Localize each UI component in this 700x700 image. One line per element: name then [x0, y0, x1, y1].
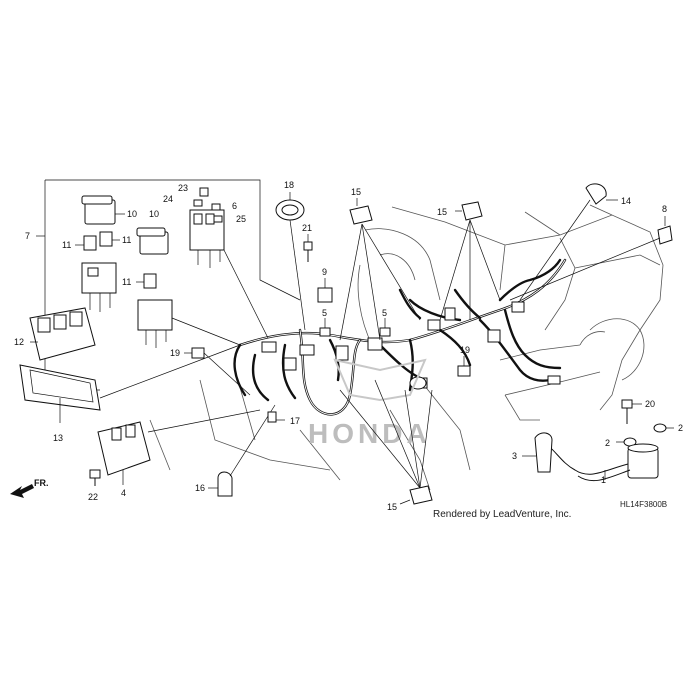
callout-17: 17: [290, 416, 300, 426]
callout-labels: 1 2 2 3 4 5 5 6 7 8 9 10 10 11 11 11 12 …: [14, 180, 683, 512]
callout-11a: 11: [62, 240, 71, 250]
direction-label: FR.: [34, 478, 49, 488]
clamp-15b: [439, 201, 501, 321]
relay-11a: [75, 235, 97, 251]
control-unit-4: [97, 409, 261, 485]
callout-16: 16: [195, 483, 205, 493]
watermark-text: HONDA: [308, 418, 431, 449]
clip-19a: [184, 347, 251, 396]
relay-11c: [136, 273, 157, 289]
bolt-22: [89, 469, 101, 486]
clamp-15c: [339, 379, 433, 505]
relay-11b: [99, 231, 120, 247]
callout-24: 24: [163, 194, 173, 204]
callout-5b: 5: [322, 308, 327, 318]
callout-15a: 15: [351, 187, 361, 197]
cap-3: [522, 432, 553, 473]
callout-23: 23: [178, 183, 188, 193]
callout-2b: 2: [678, 423, 683, 433]
callout-7: 7: [25, 231, 30, 241]
relay-box-bracket: [36, 179, 301, 391]
ecu-module: [29, 307, 96, 361]
callout-3: 3: [512, 451, 517, 461]
fuse-box: [189, 187, 269, 339]
callout-4: 4: [121, 488, 126, 498]
relay-socket-b: [137, 299, 241, 348]
callout-13: 13: [53, 433, 63, 443]
bolt-20: [621, 399, 642, 424]
ignition-coil-1: [539, 439, 659, 482]
callout-19b: 19: [460, 345, 470, 355]
front-direction-arrow: FR.: [10, 478, 49, 498]
callout-6: 6: [232, 201, 237, 211]
callout-25: 25: [236, 214, 246, 224]
relay-socket-a: [81, 262, 117, 312]
callout-5a: 5: [382, 308, 387, 318]
callout-18: 18: [284, 180, 294, 190]
callout-20: 20: [645, 399, 655, 409]
callout-10b: 10: [149, 209, 159, 219]
callout-2a: 2: [605, 438, 610, 448]
clamp-16: [208, 404, 276, 497]
harness-connectors: [261, 301, 561, 390]
callout-15c: 15: [387, 502, 397, 512]
clamp-15a: [339, 198, 421, 341]
cap-5b: [319, 318, 331, 337]
callout-19a: 19: [170, 348, 180, 358]
clip-19b: [457, 356, 471, 377]
cap-5a: [379, 318, 391, 337]
callout-1: 1: [601, 475, 606, 485]
grommet-8: [509, 216, 673, 301]
diagram-code: HL14F3800B: [620, 500, 667, 509]
connector-9: [317, 278, 333, 303]
callout-11c: 11: [122, 277, 131, 287]
main-wire-harness: [233, 258, 567, 416]
callout-22: 22: [88, 492, 98, 502]
callout-9: 9: [322, 267, 327, 277]
render-credit: Rendered by LeadVenture, Inc.: [433, 509, 571, 520]
callout-15b: 15: [437, 207, 447, 217]
relay-10b: [136, 227, 169, 255]
clamp-18: [275, 192, 306, 331]
relay-10a: [81, 195, 125, 225]
callout-11b: 11: [122, 235, 131, 245]
clip-17: [267, 411, 285, 423]
grommet-2b: [653, 423, 674, 433]
callout-8: 8: [662, 204, 667, 214]
callout-12: 12: [14, 337, 24, 347]
bolt-21: [303, 234, 313, 262]
callout-21: 21: [302, 223, 312, 233]
clamp-14: [519, 183, 618, 301]
ecu-bracket: [19, 344, 241, 423]
callout-10a: 10: [127, 209, 137, 219]
callout-14: 14: [621, 196, 631, 206]
vehicle-body-outline: [149, 204, 664, 491]
